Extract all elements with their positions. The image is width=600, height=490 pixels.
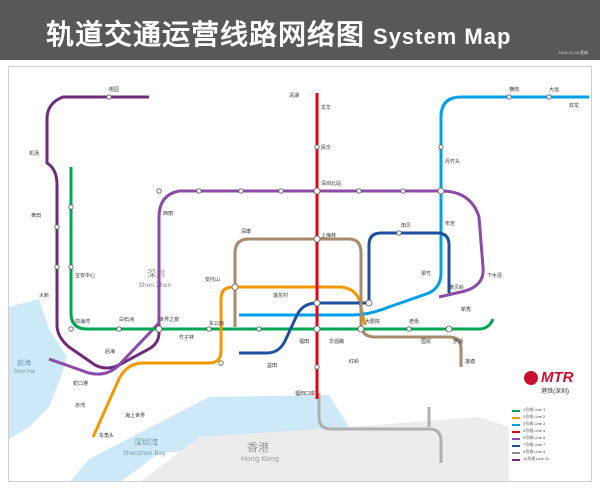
station-label[interactable]: 赤湾 (75, 402, 85, 409)
mtr-subtitle: 港铁(深圳) (541, 389, 569, 395)
bay-label: 深圳湾 (134, 437, 158, 447)
title-cn: 轨道交通运营线路网络图 (46, 18, 366, 51)
station-label[interactable]: 翠竹 (421, 270, 431, 277)
station-label[interactable]: 安托山 (205, 276, 220, 283)
system-map[interactable]: 深圳 Shen Zhen 前海 Qian Hai 深圳湾 Shenzhen Ba… (8, 66, 592, 482)
station-label[interactable]: 国贸 (421, 338, 431, 345)
station-label[interactable]: 机场 (29, 150, 39, 157)
station-label[interactable]: 罗湖 (453, 338, 463, 345)
station-label[interactable]: 车公庙 (209, 320, 224, 327)
station-label[interactable]: 蛇口港 (73, 380, 88, 387)
station-label[interactable]: 横岗 (509, 86, 519, 93)
legend-item: 5号线 Line 5 (512, 435, 590, 441)
station-label[interactable]: 桃园 (109, 86, 119, 93)
station-label[interactable]: 黄贝岭 (449, 284, 464, 291)
line-9 (233, 237, 463, 367)
station-label[interactable]: 大新 (39, 292, 49, 299)
legend-label: 11号线 Line 11 (523, 456, 550, 461)
station-label[interactable]: 清湖 (289, 92, 299, 99)
station-label[interactable]: 双龙 (569, 102, 579, 109)
shenzhen-label-en: Shen Zhen (139, 282, 172, 289)
mtr-wordmark: MTR (541, 369, 574, 386)
station-label[interactable]: 东角头 (99, 432, 114, 439)
title-en: System Map (373, 24, 512, 49)
map-canvas: 深圳 Shen Zhen 前海 Qian Hai 深圳湾 Shenzhen Ba… (9, 86, 589, 481)
station-label[interactable]: 竹子林 (179, 334, 194, 341)
legend-label: 2号线 Line 2 (523, 414, 546, 419)
station-label[interactable]: 福田口岸 (295, 390, 315, 397)
legend-swatch (512, 431, 520, 433)
page-title: 轨道交通运营线路网络图 System Map (46, 13, 511, 53)
line-legend: 1号线 Line 1 2号线 Line 2 3号线 Line 3 4号线 Lin… (512, 407, 590, 470)
station-label[interactable]: 益田 (267, 362, 277, 369)
station-label[interactable]: 福田 (299, 338, 309, 345)
legend-label: 1号线 Line 1 (523, 407, 546, 412)
legend-item: 3号线 Line 3 (512, 421, 590, 427)
station-label[interactable]: 新秀 (461, 306, 471, 313)
station-label[interactable]: 深圳北站 (321, 180, 341, 187)
line-2 (91, 285, 367, 438)
shenzhen-label: 深圳 (147, 269, 165, 280)
line-3 (239, 95, 589, 317)
legend-item: 11号线 Line 11 (512, 456, 590, 462)
station-label[interactable]: 红岭 (349, 358, 359, 365)
station-label[interactable]: 田贝 (401, 223, 411, 229)
station-label[interactable]: 世界之窗 (159, 316, 179, 323)
legend-label: 7号线 Line 7 (523, 442, 546, 447)
station-label[interactable]: 西丽 (163, 211, 173, 217)
station-label[interactable]: 龙华 (321, 104, 331, 111)
station-label[interactable]: 丹竹头 (445, 158, 460, 165)
bay-label-en: Shenzhen Bay (123, 450, 166, 457)
station-label[interactable]: 黄田 (31, 212, 41, 219)
legend-swatch (512, 410, 520, 412)
legend-swatch (512, 424, 520, 426)
station-label[interactable]: 白石洲 (119, 316, 134, 323)
legend-swatch (512, 445, 520, 447)
hk-label-en: Hong Kong (241, 455, 279, 463)
legend-swatch (512, 438, 520, 440)
legend-item: 4号线 Line 4 (512, 428, 590, 434)
legend-item: 7号线 Line 7 (512, 442, 590, 448)
station-label[interactable]: 莲花村 (273, 292, 288, 299)
mtr-logo-icon (524, 371, 538, 385)
legend-label: 4号线 Line 4 (523, 428, 546, 433)
qianhai-water (9, 299, 67, 439)
hk-label: 香港 (247, 441, 269, 454)
update-note: 2016-12-28 更新 (558, 50, 588, 55)
legend-item: 2号线 Line 2 (512, 414, 590, 420)
legend-label: 3号线 Line 3 (523, 421, 546, 426)
station-label[interactable]: 前海湾 (75, 318, 90, 325)
station-label[interactable]: 深康 (241, 228, 251, 235)
legend-swatch (512, 452, 520, 454)
legend-label: 5号线 Line 5 (523, 435, 546, 440)
station-label[interactable]: 大运 (549, 86, 559, 93)
mtr-logo: MTR 港铁(深圳) (524, 369, 584, 395)
hk-connector-line (317, 393, 443, 463)
station-label[interactable]: 上梅林 (321, 232, 336, 239)
legend-label: 9号线 Line 9 (523, 449, 546, 454)
station-label[interactable]: 布吉 (445, 220, 455, 227)
station-label[interactable]: 华强路 (329, 338, 344, 345)
station-label[interactable]: 莲塘 (465, 358, 475, 365)
station-label[interactable]: 老街 (409, 318, 419, 325)
line-5 (48, 189, 485, 376)
station-label[interactable]: 下水径 (487, 272, 502, 279)
station-label[interactable]: 民乐 (321, 144, 331, 151)
station-label[interactable]: 宝安中心 (75, 272, 95, 279)
legend-item: 9号线 Line 9 (512, 449, 590, 455)
station-label[interactable]: 大剧院 (365, 318, 380, 325)
line-11 (45, 95, 161, 370)
qianhai-label-en: Qian Hai (14, 369, 35, 375)
line-1 (69, 167, 495, 331)
legend-swatch (512, 417, 520, 419)
legend-item: 1号线 Line 1 (512, 407, 590, 413)
line-7 (239, 231, 451, 355)
station-label[interactable]: 后海 (105, 348, 115, 355)
hk-land (141, 417, 509, 481)
legend-swatch (512, 459, 520, 461)
station-label[interactable]: 海上世界 (125, 412, 145, 419)
qianhai-label: 前海 (17, 358, 31, 367)
station-markers (54, 94, 552, 370)
header-bar: 轨道交通运营线路网络图 System Map 2016-12-28 更新 (0, 0, 600, 60)
